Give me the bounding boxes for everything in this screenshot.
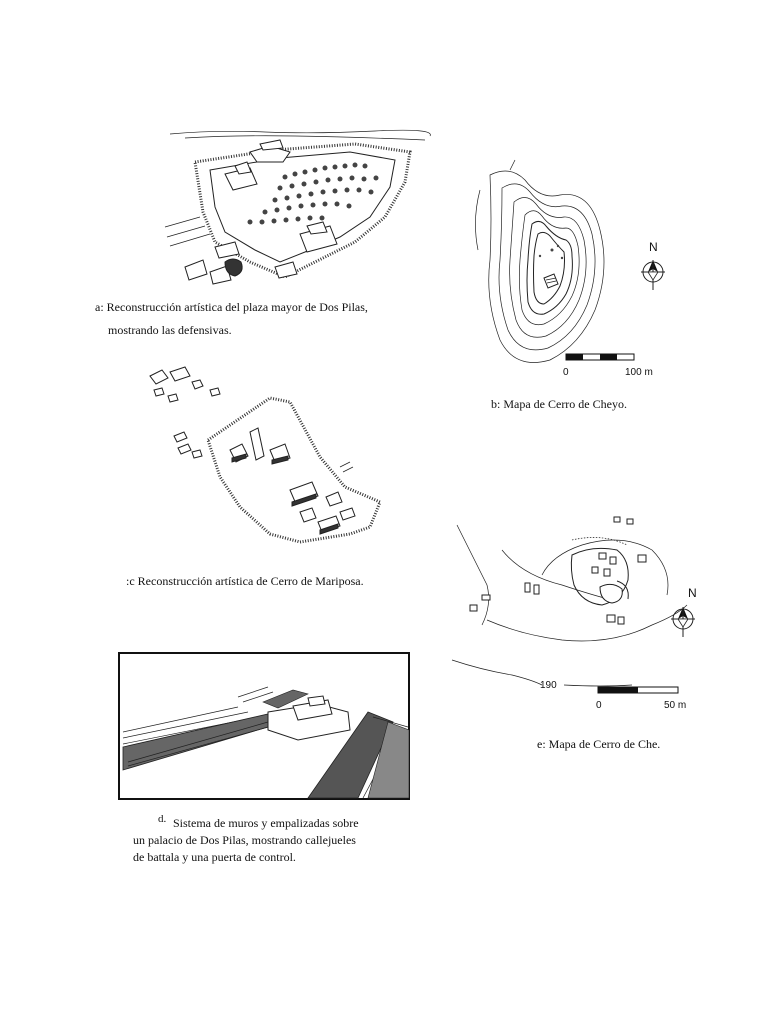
figure-e-north-label: N: [688, 586, 697, 600]
figure-d-caption-line1: Sistema de muros y empalizadas sobre: [173, 816, 359, 830]
figure-c-caption: :c Reconstrucción artística de Cerro de …: [126, 574, 364, 588]
figure-a-illustration: [155, 122, 431, 292]
figure-d-caption-line3: de battala y una puerta de control.: [133, 850, 296, 864]
figure-d-caption-line2: un palacio de Dos Pilas, mostrando calle…: [133, 833, 356, 847]
figure-d-illustration: [118, 652, 410, 800]
figure-b-caption: b: Mapa de Cerro de Cheyo.: [491, 397, 627, 411]
figure-d-label: d.: [158, 813, 167, 825]
figure-e-contour-label: 190: [540, 680, 557, 691]
figure-c-illustration: [140, 362, 400, 552]
figure-b-scale-end: 100 m: [625, 367, 653, 378]
figure-a-caption-line2: mostrando las defensivas.: [108, 323, 232, 337]
figure-b-north-label: N: [649, 240, 658, 254]
figure-e-scale-end: 50 m: [664, 700, 687, 711]
figure-e-map: [451, 515, 717, 715]
figure-e-scale-start: 0: [596, 700, 602, 711]
figure-e-caption: e: Mapa de Cerro de Che.: [537, 737, 661, 751]
figure-a-caption-line1: a: Reconstrucción artística del plaza ma…: [95, 300, 368, 314]
figure-b-scale-start: 0: [563, 367, 569, 378]
figure-b-map: [470, 159, 690, 385]
